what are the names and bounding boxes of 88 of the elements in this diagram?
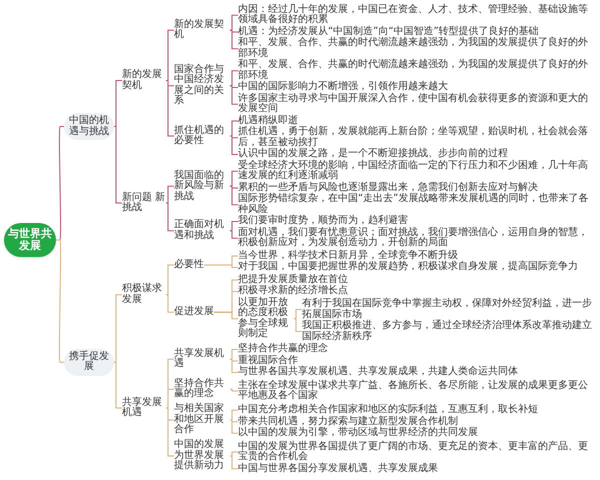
subtopic-text: 我国面临的新风险与新挑战 — [174, 170, 230, 202]
subtopic-text: 抓住机遇的必要性 — [174, 126, 230, 146]
note-text: 把提升发展质量放在首位 — [238, 274, 596, 286]
connector-line — [166, 186, 174, 204]
subtopic-text: 积极谋求发展 — [122, 284, 166, 306]
connector-line — [230, 136, 238, 155]
connector-line — [166, 408, 174, 456]
connector-line — [166, 30, 174, 81]
note-text: 和平、发展、合作、共赢的时代潮流越来越强劲，为我国的发展提供了良好的外部环境 — [238, 60, 596, 82]
connector-line — [230, 388, 238, 392]
connector-line — [230, 420, 238, 422]
connector-line — [166, 202, 174, 232]
connector-line — [114, 126, 122, 204]
subtopic-text: 以更加开放的态度积极参与全球规则制定 — [238, 298, 294, 340]
note-text: 带来共同机遇，努力探索与建立新型发展合作机制 — [238, 416, 596, 427]
note-text: 重视国际合作 — [238, 356, 596, 366]
subtopic-text: 新问题 新挑战 — [122, 192, 166, 214]
connector-line — [56, 240, 64, 363]
central-topic: 与世界共发展 — [4, 223, 56, 257]
note-text: 主张在全球发展中谋求共享广益、各施所长、各尽所能，让发展的成果更多更公平地惠及各个国家 — [238, 380, 596, 402]
connector-line — [230, 170, 238, 187]
subtopic-text: 坚持合作共赢的理念 — [174, 378, 230, 400]
connector-line — [230, 30, 238, 50]
note-text: 中国充分考虑相关合作国家和地区的实际利益，互惠互利，取长补短 — [238, 405, 596, 416]
note-text: 机遇稍纵即逝 — [238, 116, 596, 126]
connector-line — [294, 318, 302, 332]
connector-line — [230, 221, 238, 232]
connector-line — [166, 388, 174, 408]
subtopic-text: 与相关国家和地区开展合作 — [174, 404, 230, 436]
subtopic-text: 国家合作与中国经济发展之间的关系 — [174, 64, 230, 107]
note-text: 累积的一些矛盾与风险也逐渐显露出来，急需我们创新去应对与解决 — [238, 182, 596, 194]
note-text: 我们要审时度势，顺势而为，趋利避害 — [238, 216, 596, 227]
connector-line — [166, 80, 174, 136]
note-text: 中国的发展为世界各国提供了更广阔的市场、更充足的资本、更丰富的产品、更宝贵的合作机会 — [238, 442, 596, 462]
connector-line — [230, 14, 238, 31]
connector-line — [230, 456, 238, 470]
main-topic: 中国的机遇与挑战 — [64, 113, 114, 140]
connector-line — [114, 80, 122, 127]
subtopic-text: 正确面对机遇和挑战 — [174, 220, 230, 242]
subtopic-text: 共享发展机遇 — [122, 398, 166, 418]
connector-line — [214, 312, 238, 320]
subtopic-text: 新的发展契机 — [122, 70, 166, 91]
note-text: 抓住机遇，勇于创新，发展就能再上新台阶；坐等观望，贻误时机，社会就会落后，甚至被动挨打 — [238, 127, 596, 148]
note-text: 受全球经济大环境的影响，中国经济面临一定的下行压力和不少困难，几十年高速发展的红利逐渐减弱 — [238, 160, 596, 182]
subtopic-text: 中国的发展为世界发展提供新动力 — [174, 440, 230, 472]
connector-line — [114, 294, 122, 363]
main-topic: 携手促发展 — [64, 348, 114, 376]
subtopic-text: 促进发展 — [174, 307, 214, 318]
connector-line — [230, 186, 238, 188]
connector-line — [230, 230, 238, 239]
connector-line — [230, 85, 238, 105]
note-text: 面对机遇，我们要有忧患意识；面对挑战，我们要增强信心，运用自身的智慧，积极创新应对，为发展创造动力，开创新的局面 — [238, 228, 596, 249]
connector-line — [230, 30, 238, 32]
note-text: 坚持合作共赢的理念 — [238, 344, 596, 355]
note-text: 内因：经过几十年的发展，中国已在资金、人才、技术、管理经验、基础设施等领域具备很好的积累 — [238, 4, 596, 26]
connector-line — [114, 362, 122, 408]
connector-line — [230, 85, 238, 88]
note-text: 国际形势错综复杂，在中国“走出去”发展战略带来发展机遇的同时，也带来了各种风险 — [238, 194, 596, 216]
connector-line — [230, 358, 238, 373]
note-text: 机遇：为经济发展从“中国制造”向“中国智造”转型提供了良好的基础 — [238, 26, 596, 38]
note-text: 许多国家主动寻求与中国开展深入合作，使中国有机会获得更多的资源和更大的发展空间 — [238, 94, 596, 115]
connector-line — [230, 358, 238, 362]
connector-line — [166, 264, 174, 296]
note-text: 对于我国，中国要把握世界的发展趋势，积极谋求自身发展，提高国际竞争力 — [238, 262, 596, 273]
subtopic-text: 必要性 — [174, 260, 204, 270]
note-text: 我国正积极推进、多方参与，通过全球经济治理体系改革推动建立国际经济新秩序 — [302, 321, 596, 342]
note-text: 积极寻求新的经济增长点 — [238, 286, 596, 297]
connector-line — [230, 420, 238, 434]
note-text: 以中国的发展为引擎，带动区域与世界经济的共同发展 — [238, 428, 596, 438]
connector-line — [294, 309, 302, 320]
connector-line — [230, 136, 238, 138]
connector-line — [166, 294, 174, 313]
note-text: 和平、发展、合作、共赢的时代潮流越来越强劲，为我国的发展提供了良好的外部环境 — [238, 38, 596, 60]
connector-line — [230, 410, 238, 420]
connector-line — [230, 186, 238, 206]
subtopic-text: 共享发展机遇 — [174, 348, 230, 370]
connector-line — [230, 70, 238, 86]
connector-line — [230, 349, 238, 360]
note-text: 中国与世界各国分享发展机遇、共享发展成果 — [238, 464, 596, 474]
subtopic-text: 新的发展契机 — [174, 20, 230, 41]
connector-line — [230, 452, 238, 456]
note-text: 当今世界，科学技术日新月异，全球竞争不断升级 — [238, 250, 596, 262]
note-text: 认识中国的发展之路，是一个不断迎接挑战、步步向前的过程 — [238, 149, 596, 160]
note-text: 中国的国际影响力不断增强，引领作用越来越大 — [238, 82, 596, 93]
connector-line — [230, 120, 238, 136]
note-text: 有利于我国在国际竞争中掌握主动权，保障对外经贸利益，进一步拓展国际市场 — [302, 299, 596, 320]
connector-line — [204, 264, 238, 268]
note-text: 与世界各国共享发展机遇、共享发展成果，共建人类命运共同体 — [238, 367, 596, 378]
